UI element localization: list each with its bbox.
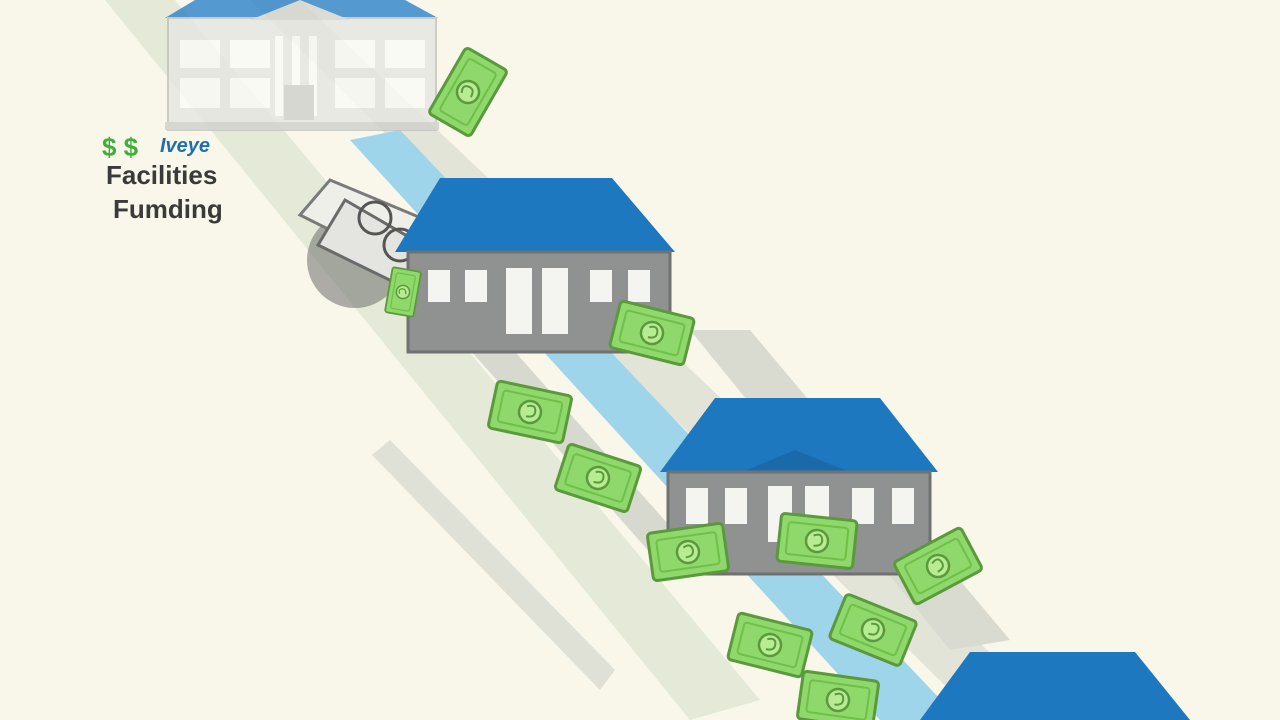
dollar-bill-icon: [645, 521, 731, 583]
dollar-bill-icon: [775, 511, 859, 571]
bank-building-icon: [165, 0, 439, 131]
title-block: $ $ Iveye Facilities Fumding: [102, 132, 223, 224]
title-line-2: Fumding: [113, 194, 223, 224]
dollar-bill-icon: [795, 669, 881, 720]
title-badge-symbols: $ $: [102, 132, 139, 162]
dollar-bill-icon: [426, 45, 510, 139]
title-badge-word: Iveye: [160, 135, 210, 157]
house-icon: [920, 652, 1190, 720]
title-line-1: Facilities: [106, 160, 217, 190]
